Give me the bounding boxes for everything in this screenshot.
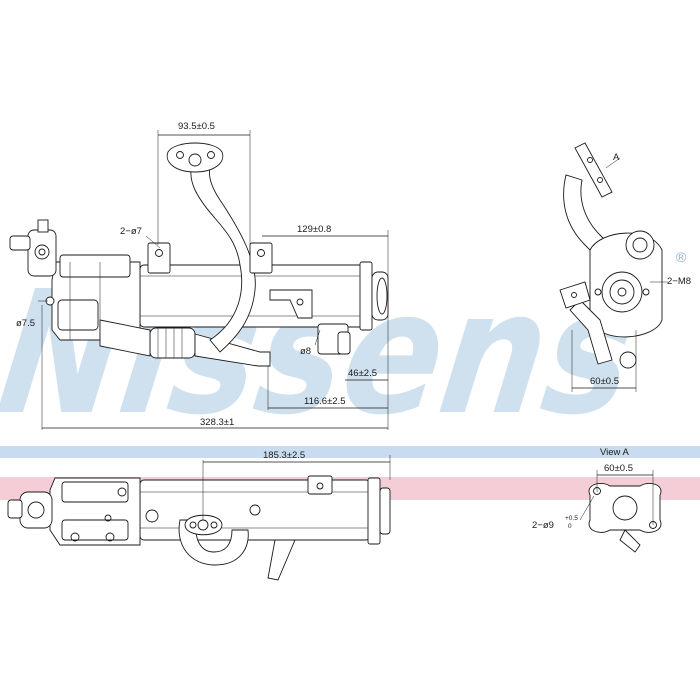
view-a-label: View A (600, 447, 630, 458)
dim-129: 129±0.8 (297, 224, 331, 235)
dim-60-side: 60±0.5 (590, 376, 619, 387)
dim-60-view: 60±0.5 (604, 463, 633, 474)
side-view: A 2−M8 60±0.5 (559, 142, 691, 392)
dim-tol-zero: 0 (568, 523, 572, 530)
dim-2-m8: 2−M8 (667, 276, 691, 287)
dim-d7-5: ø7.5 (16, 318, 35, 329)
registered-mark: ® (676, 249, 687, 265)
dim-2-d9: 2−ø9 (532, 520, 554, 531)
dim-93-5: 93.5±0.5 (178, 121, 215, 132)
dim-2-d7: 2−ø7 (120, 226, 142, 237)
dim-d8: ø8 (300, 346, 311, 357)
dim-185-3: 185.3±2.5 (263, 450, 305, 461)
bottom-view: 185.3±2.5 (7, 450, 391, 581)
blue-band (0, 446, 700, 458)
dim-328-3: 328.3±1 (200, 417, 234, 428)
front-view: 93.5±0.5 129±0.8 2−ø7 ø7.5 ø8 46±2.5 116… (9, 121, 389, 430)
dim-a: A (613, 152, 620, 163)
dim-46: 46±2.5 (348, 368, 377, 379)
dim-tol-plus: +0.5 (565, 515, 578, 522)
dim-116-6: 116.6±2.5 (304, 396, 346, 407)
view-a: View A 60±0.5 2−ø9 +0.5 0 (532, 447, 662, 553)
